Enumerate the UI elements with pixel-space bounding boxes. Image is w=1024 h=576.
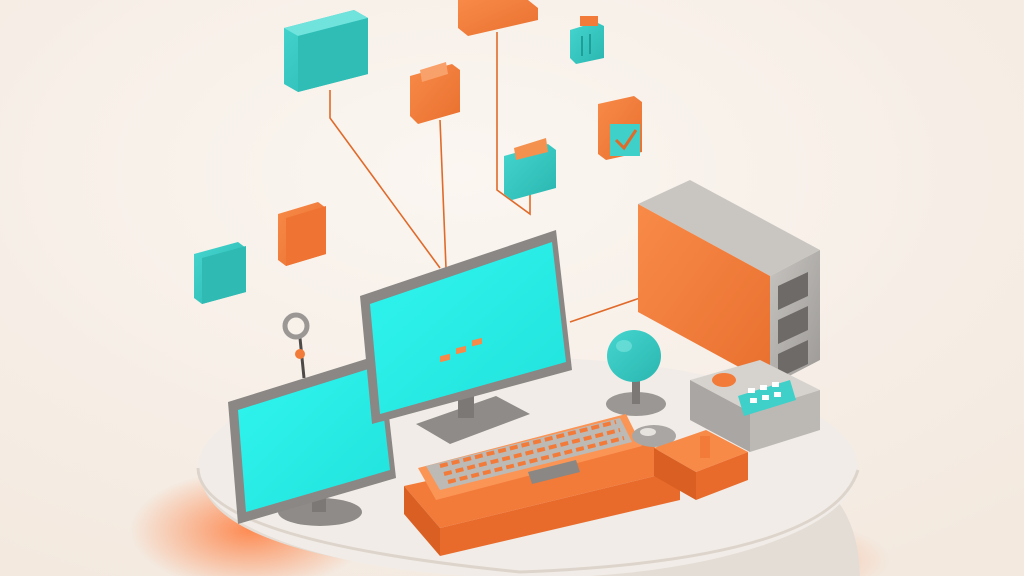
teal-folder-icon xyxy=(284,10,368,92)
orange-folder-icon xyxy=(278,202,326,266)
keyboard xyxy=(404,337,680,556)
orange-box-icon xyxy=(458,0,538,36)
teal-box-icon xyxy=(194,242,246,304)
computer-mouse xyxy=(632,425,676,447)
orange-checklist-icon xyxy=(598,96,642,160)
keypad-device xyxy=(690,360,820,452)
keyboard-keys xyxy=(440,337,482,363)
teal-basket-icon xyxy=(570,16,604,64)
teal-folder-icon xyxy=(504,138,556,200)
ring-webcam xyxy=(282,312,310,379)
desktop-monitor xyxy=(228,354,396,526)
desktop-monitor xyxy=(360,230,572,444)
orange-folder-icon xyxy=(410,62,460,124)
pc-tower xyxy=(638,180,820,386)
orange-block xyxy=(654,430,748,500)
globe-joystick xyxy=(606,330,666,416)
